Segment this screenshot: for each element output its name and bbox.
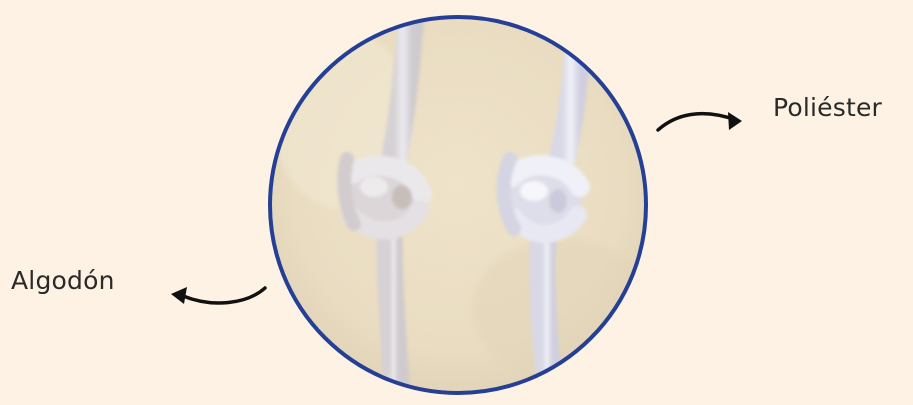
polyester-label: Poliéster <box>773 93 882 122</box>
curved-arrow-right-icon <box>654 102 754 138</box>
cotton-label: Algodón <box>11 266 115 295</box>
knot-photo-circle <box>262 9 654 401</box>
knot-photo <box>262 9 654 401</box>
curved-arrow-left-icon <box>163 282 271 314</box>
